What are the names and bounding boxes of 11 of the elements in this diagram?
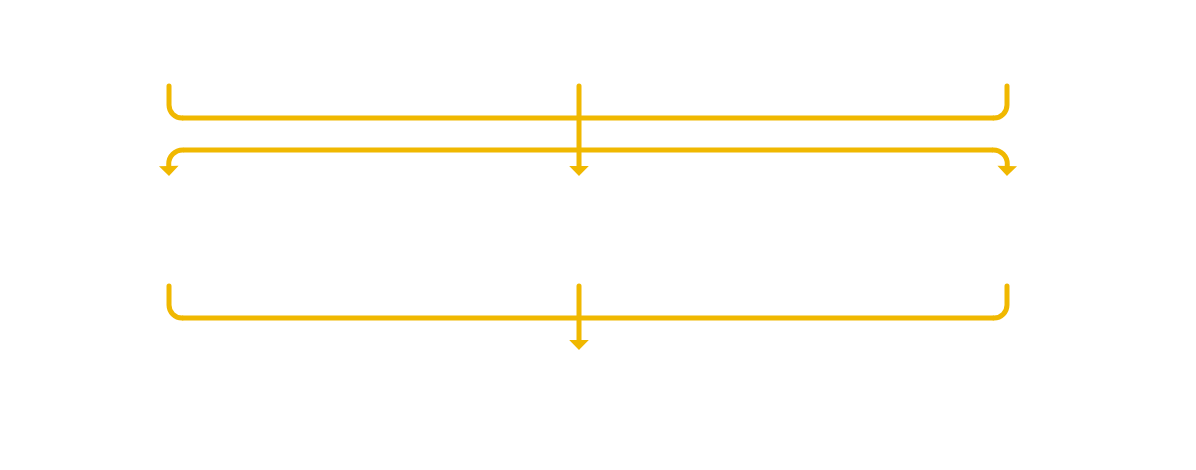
connector-line (166, 83, 185, 121)
connector-line (166, 283, 185, 321)
connector-line (991, 283, 1010, 321)
junction-bar (182, 115, 994, 121)
connector-line (576, 83, 582, 118)
connector-line (576, 283, 582, 318)
connector-line (576, 118, 582, 150)
junction-bar (183, 147, 993, 153)
arrow (990, 147, 1018, 176)
connector-line (991, 83, 1010, 121)
junction-bar (182, 315, 994, 321)
